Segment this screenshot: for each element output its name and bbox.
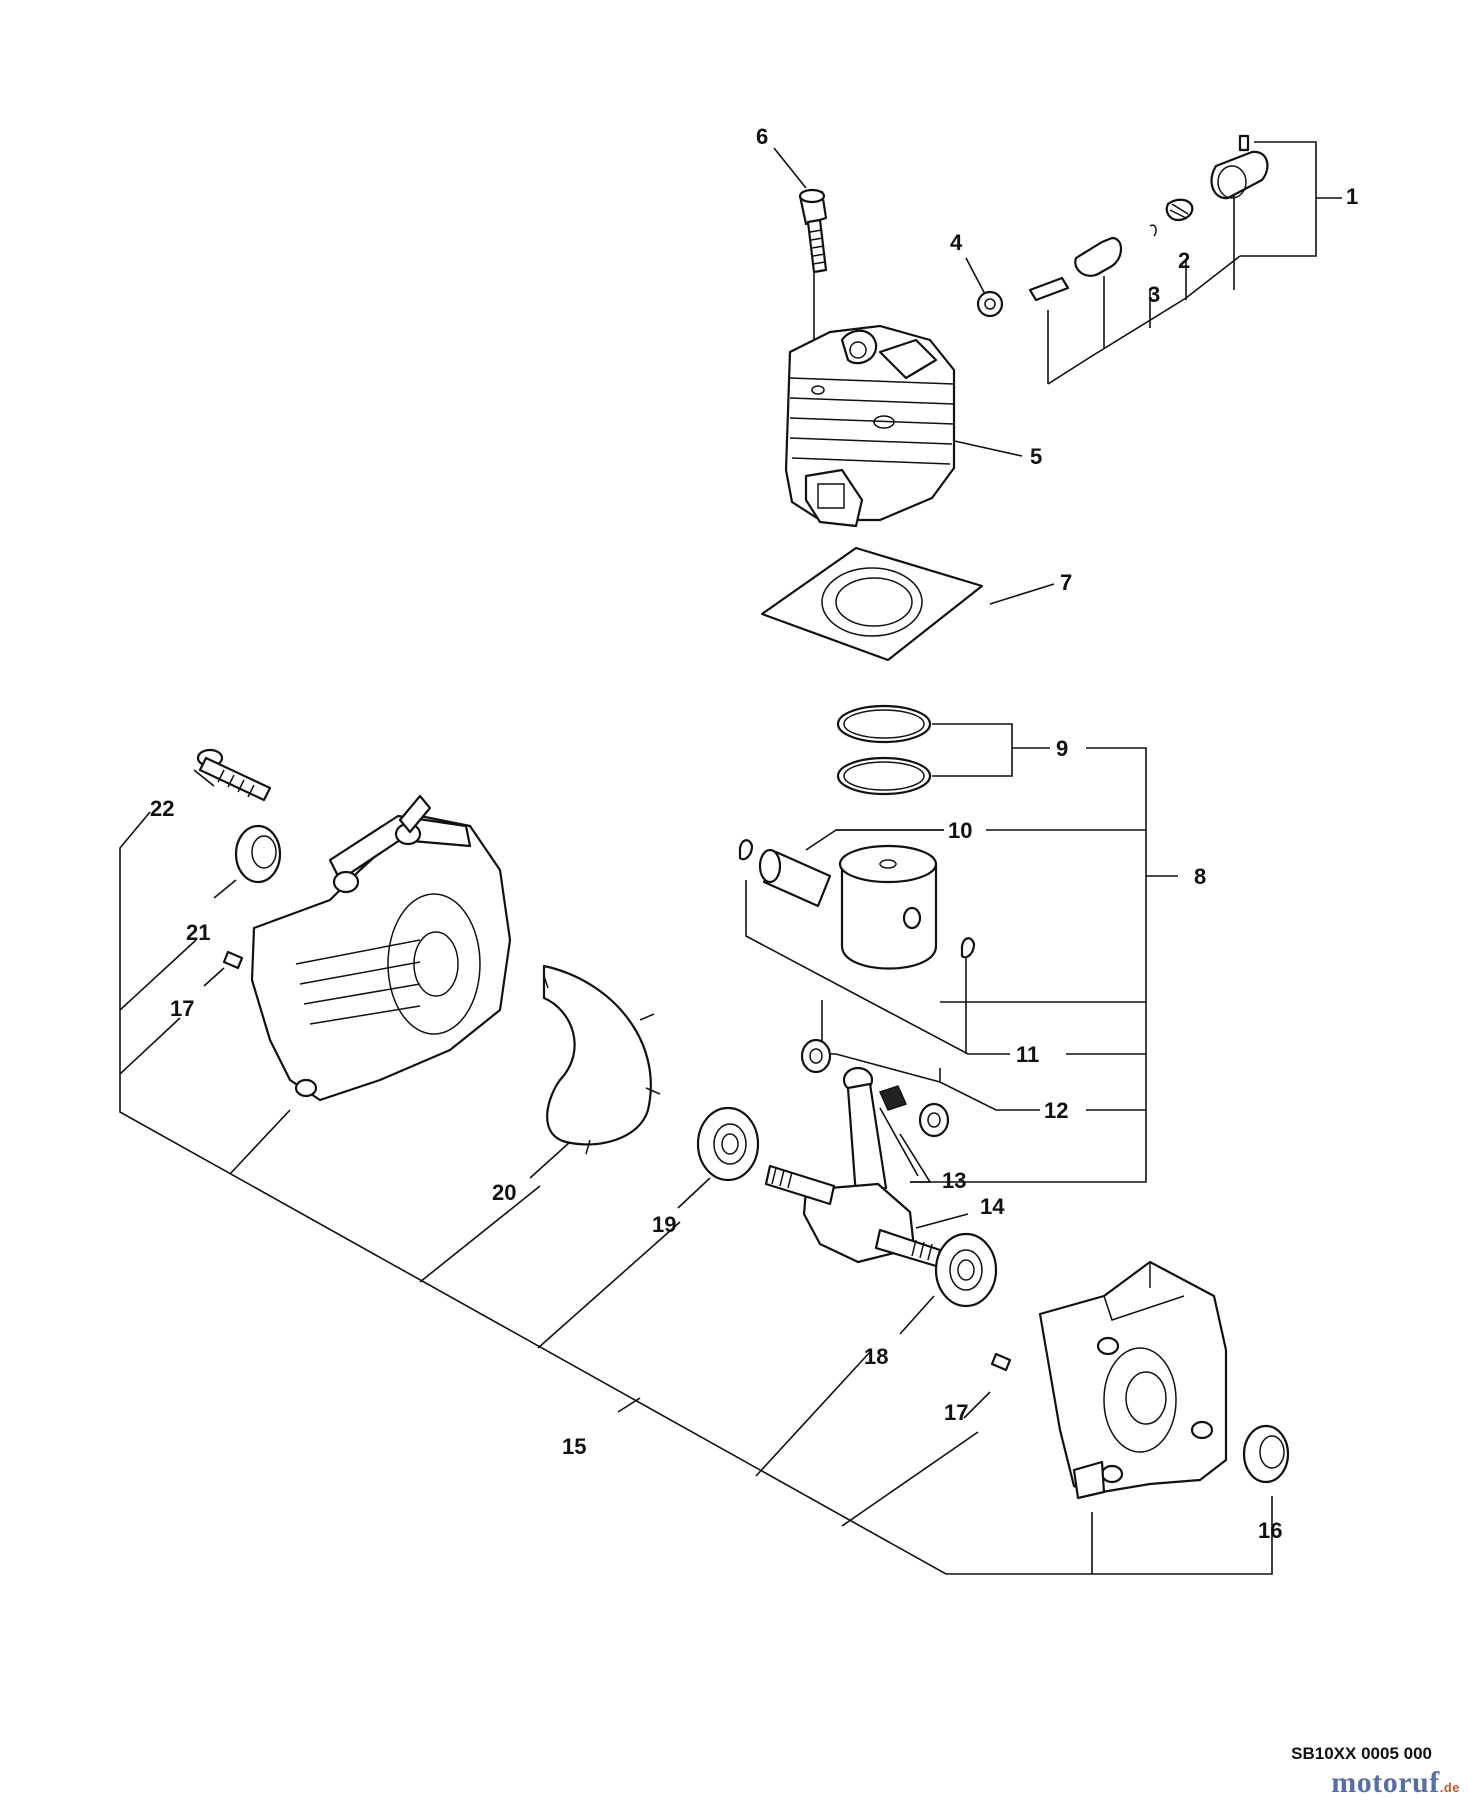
callout-3: 3 xyxy=(1148,282,1160,307)
cylinder-gasket xyxy=(760,546,984,662)
callout-16: 16 xyxy=(1258,1518,1282,1543)
crankcase-bolt xyxy=(196,748,272,802)
crank-bearing-right xyxy=(934,1232,998,1308)
oil-seal-right xyxy=(1242,1424,1290,1484)
callout-11: 11 xyxy=(1016,1042,1039,1067)
crankcase-right xyxy=(1038,1260,1228,1500)
callout-10: 10 xyxy=(948,818,972,843)
crankcase-gasket xyxy=(542,964,661,1155)
callout-15: 15 xyxy=(562,1434,586,1459)
piston-group xyxy=(738,839,976,970)
crank-bearing-left xyxy=(696,1106,760,1182)
brand-watermark: motoruf.de xyxy=(1331,1766,1460,1800)
dowel-pin-right xyxy=(990,1352,1012,1372)
callout-20: 20 xyxy=(492,1180,516,1205)
oil-seal-left xyxy=(234,824,282,884)
callout-6: 6 xyxy=(756,124,768,149)
callout-17a: 17 xyxy=(170,996,194,1021)
callout-8: 8 xyxy=(1194,864,1206,889)
callout-1: 1 xyxy=(1346,184,1358,209)
callout-labels: 1 2 3 4 5 6 7 8 9 10 11 12 13 14 15 16 1… xyxy=(150,124,1358,1543)
crankshaft xyxy=(764,1066,942,1268)
callout-13: 13 xyxy=(942,1168,966,1193)
callout-4: 4 xyxy=(950,230,963,255)
needle-bearing-washers xyxy=(800,1038,950,1138)
cylinder-bolt xyxy=(798,188,828,274)
leader-lines xyxy=(119,141,1342,1575)
callout-9: 9 xyxy=(1056,736,1068,761)
callout-18: 18 xyxy=(864,1344,888,1369)
callout-2: 2 xyxy=(1178,248,1190,273)
drawing-code: SB10XX 0005 000 xyxy=(1291,1744,1432,1763)
piston-rings xyxy=(836,704,932,796)
callout-5: 5 xyxy=(1030,444,1042,469)
callout-19: 19 xyxy=(652,1212,676,1237)
brand-suffix: .de xyxy=(1439,1780,1460,1795)
cylinder xyxy=(784,324,956,528)
callout-22: 22 xyxy=(150,796,174,821)
valve-assembly xyxy=(976,134,1269,318)
callout-7: 7 xyxy=(1060,570,1072,595)
callout-17b: 17 xyxy=(944,1400,968,1425)
callout-21: 21 xyxy=(186,920,210,945)
dowel-pin-left xyxy=(222,950,244,970)
crankcase-left xyxy=(250,794,512,1102)
callout-12: 12 xyxy=(1044,1098,1068,1123)
brand-name: motoruf xyxy=(1331,1766,1440,1799)
callout-14: 14 xyxy=(980,1194,1005,1219)
